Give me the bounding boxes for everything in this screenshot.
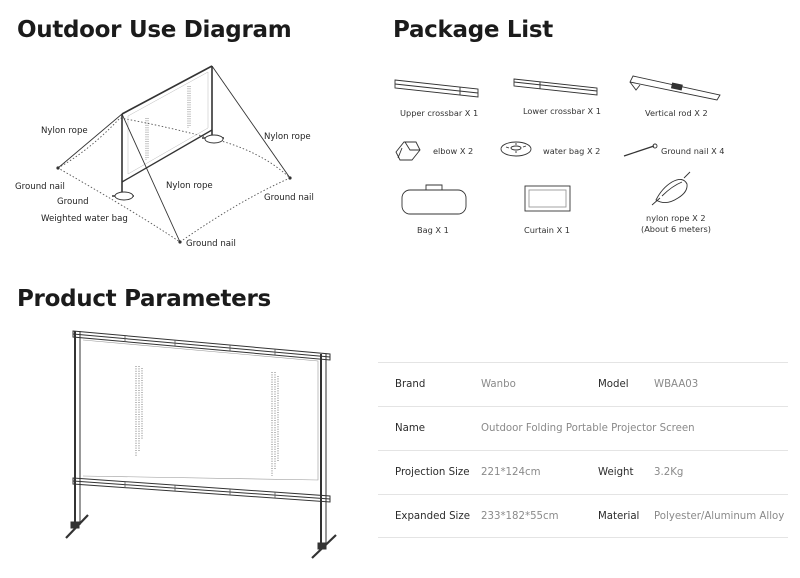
param-key: Brand xyxy=(395,379,426,390)
product-parameters-title: Product Parameters xyxy=(17,286,271,312)
upper-crossbar-icon xyxy=(394,79,479,98)
param-key: Weight xyxy=(598,467,634,478)
elbow-icon xyxy=(395,141,421,161)
lower-crossbar-icon xyxy=(513,78,598,96)
param-row: Projection Size 221*124cm Weight 3.2Kg xyxy=(378,450,788,494)
ground-nail-icon xyxy=(623,143,658,157)
vertical-rod-icon xyxy=(629,75,721,101)
label-ground: Ground xyxy=(57,197,89,207)
param-key: Name xyxy=(395,423,426,434)
package-item-label: nylon rope X 2 xyxy=(646,213,706,223)
package-item-label: Vertical rod X 2 xyxy=(645,108,708,118)
package-item-label: Bag X 1 xyxy=(417,225,449,235)
param-value: Outdoor Folding Portable Projector Scree… xyxy=(481,423,695,434)
package-list-title: Package List xyxy=(393,17,553,43)
param-value: 233*182*55cm xyxy=(481,511,559,522)
param-row: Name Outdoor Folding Portable Projector … xyxy=(378,406,788,450)
param-row: Brand Wanbo Model WBAA03 xyxy=(378,362,788,406)
outdoor-use-diagram-title: Outdoor Use Diagram xyxy=(17,17,292,43)
param-key: Projection Size xyxy=(395,467,470,478)
package-item-label: Lower crossbar X 1 xyxy=(523,106,601,116)
nylon-rope-icon xyxy=(651,171,691,206)
water-bag-marks xyxy=(114,134,224,201)
package-item-label: Ground nail X 4 xyxy=(661,146,725,156)
package-item-label: water bag X 2 xyxy=(543,146,601,156)
param-value: Wanbo xyxy=(481,379,516,390)
bag-icon xyxy=(401,184,467,215)
label-weighted-water-bag: Weighted water bag xyxy=(41,214,128,224)
label-nylon-rope-center: Nylon rope xyxy=(166,181,213,191)
package-item-label: elbow X 2 xyxy=(433,146,474,156)
param-key: Expanded Size xyxy=(395,511,470,522)
curtain-icon xyxy=(524,185,571,212)
param-value: WBAA03 xyxy=(654,379,699,390)
param-key: Material xyxy=(598,511,640,522)
label-ground-nail-bottom: Ground nail xyxy=(186,239,236,249)
label-nylon-rope-right: Nylon rope xyxy=(264,132,311,142)
package-item-sublabel: (About 6 meters) xyxy=(641,224,711,234)
water-bag-icon xyxy=(500,141,532,157)
package-item-label: Upper crossbar X 1 xyxy=(400,108,479,118)
param-key: Model xyxy=(598,379,629,390)
product-parameters-table: Brand Wanbo Model WBAA03 Name Outdoor Fo… xyxy=(378,362,788,538)
param-value: 3.2Kg xyxy=(654,467,684,478)
package-item-label: Curtain X 1 xyxy=(524,225,570,235)
param-value: 221*124cm xyxy=(481,467,541,478)
label-ground-nail-left: Ground nail xyxy=(15,182,65,192)
param-value: Polyester/Aluminum Alloy xyxy=(654,511,785,522)
param-row: Expanded Size 233*182*55cm Material Poly… xyxy=(378,494,788,538)
ground-outline xyxy=(57,117,291,243)
label-nylon-rope-left: Nylon rope xyxy=(41,126,88,136)
label-ground-nail-right: Ground nail xyxy=(264,193,314,203)
